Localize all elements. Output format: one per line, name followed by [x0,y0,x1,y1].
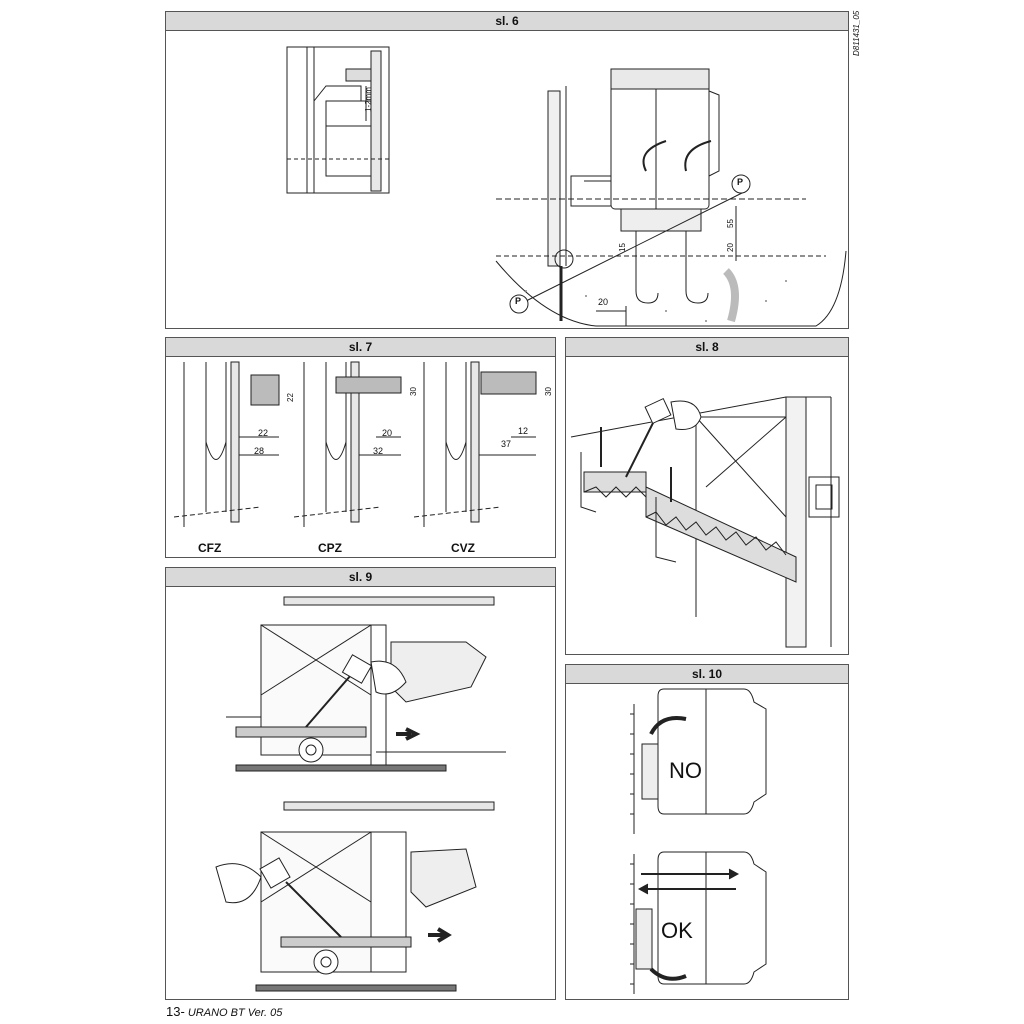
cfz-dim-28: 28 [254,446,265,456]
figure-sl7-drawing [173,361,537,527]
figure-sl10: sl. 10 NO OK [565,664,849,1000]
cvz-dim-12: 12 [518,426,529,436]
figure-sl10-title: sl. 10 [566,665,848,684]
page-footer: 13- URANO BT Ver. 05 [166,1004,282,1019]
label-p-right: P [737,177,744,187]
figure-sl6-drawing [286,46,847,327]
cfz-label: CFZ [198,541,222,555]
document-code: D811431_05 [852,10,861,56]
cfz-dim-22-horizontal: 22 [258,428,269,438]
cpz-dim-30: 30 [409,387,418,396]
figure-sl9-drawing [215,596,506,992]
figure-sl7: sl. 7 [165,337,556,558]
page-number: 13- [166,1004,185,1019]
cpz-dim-32: 32 [373,446,384,456]
footer-text: URANO BT Ver. 05 [187,1007,283,1019]
cpz-dim-20: 20 [382,428,393,438]
figure-sl9-title: sl. 9 [166,568,555,587]
figure-sl8-drawing [570,396,840,648]
dim-55: 55 [726,219,735,228]
figure-sl7-title: sl. 7 [166,338,555,357]
cfz-dim-22-vertical: 22 [286,393,295,402]
figure-sl6: sl. 6 [165,11,849,329]
label-p-left: P [515,296,522,306]
figure-sl9: sl. 9 [165,567,556,1000]
cvz-dim-37: 37 [501,439,512,449]
cvz-label: CVZ [451,541,475,555]
label-ok: OK [661,918,693,943]
figure-sl10-drawing [630,688,767,994]
dim-gap: 1-2mm [364,87,373,112]
dim-20-vertical: 20 [726,243,735,252]
figure-sl8-title: sl. 8 [566,338,848,357]
label-no: NO [669,758,702,783]
dim-15: 15 [618,243,627,252]
figure-sl8: sl. 8 [565,337,849,655]
figure-sl6-title: sl. 6 [166,12,848,31]
cpz-label: CPZ [318,541,342,555]
cvz-dim-30: 30 [544,387,553,396]
dim-20-horizontal: 20 [598,297,609,307]
